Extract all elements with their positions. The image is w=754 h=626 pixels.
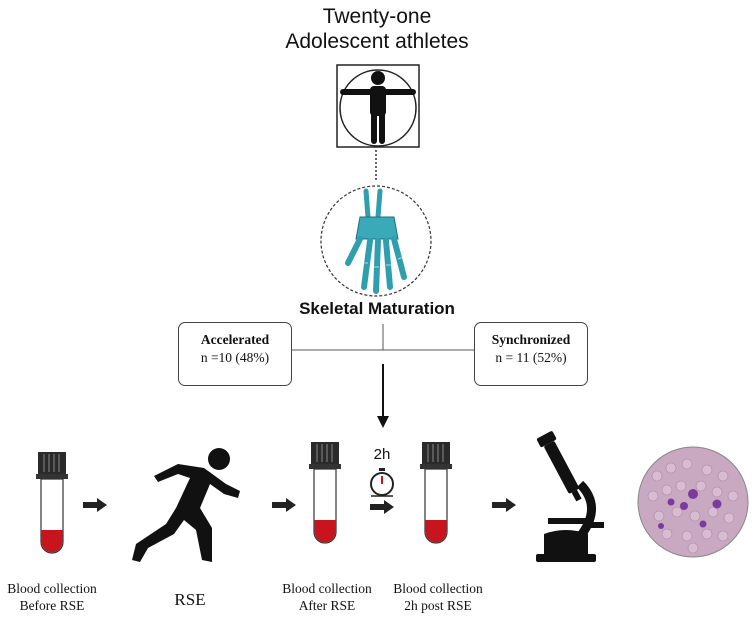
group-count-synchronized: n = 11 (52%) <box>495 350 567 365</box>
title-line-1: Twenty-one <box>322 5 432 28</box>
group-box-accelerated: Accelerated n =10 (48%) <box>178 322 292 386</box>
classification-heading: Skeletal Maturation <box>299 299 455 318</box>
blood-tube-icon <box>36 450 68 560</box>
step-label-2h-post: Blood collection 2h post RSE <box>384 580 492 614</box>
microscope-icon <box>522 426 606 562</box>
arrow-right-icon <box>272 498 296 512</box>
page-title: Twenty-one Adolescent athletes <box>0 4 754 54</box>
step-label-line: Before RSE <box>19 598 85 613</box>
timer-label: 2h <box>373 446 391 463</box>
sprinter-icon <box>126 446 242 568</box>
down-arrow-head <box>377 416 389 428</box>
step-label-line: Blood collection <box>282 581 372 596</box>
step-label-rse: RSE <box>174 590 206 609</box>
step-label-line: Blood collection <box>7 581 97 596</box>
group-box-synchronized: Synchronized n = 11 (52%) <box>474 322 588 386</box>
arrow-right-icon <box>492 498 516 512</box>
vitruvian-man-icon <box>334 62 422 150</box>
blood-smear-icon <box>637 446 749 558</box>
step-label-after: Blood collection After RSE <box>274 580 380 614</box>
arrow-right-icon <box>370 500 394 514</box>
group-name-accelerated: Accelerated <box>200 332 270 347</box>
stopwatch-icon <box>368 468 396 498</box>
arrow-right-icon <box>83 498 107 512</box>
blood-tube-icon <box>309 440 341 550</box>
group-name-synchronized: Synchronized <box>491 332 571 347</box>
step-label-line: After RSE <box>298 598 356 613</box>
blood-tube-icon <box>420 440 452 550</box>
step-label-line: 2h post RSE <box>404 598 472 613</box>
hand-xray-icon <box>318 183 434 299</box>
group-count-accelerated: n =10 (48%) <box>200 350 270 365</box>
title-line-2: Adolescent athletes <box>285 30 469 53</box>
step-label-line: Blood collection <box>393 581 483 596</box>
step-label-before: Blood collection Before RSE <box>0 580 104 614</box>
